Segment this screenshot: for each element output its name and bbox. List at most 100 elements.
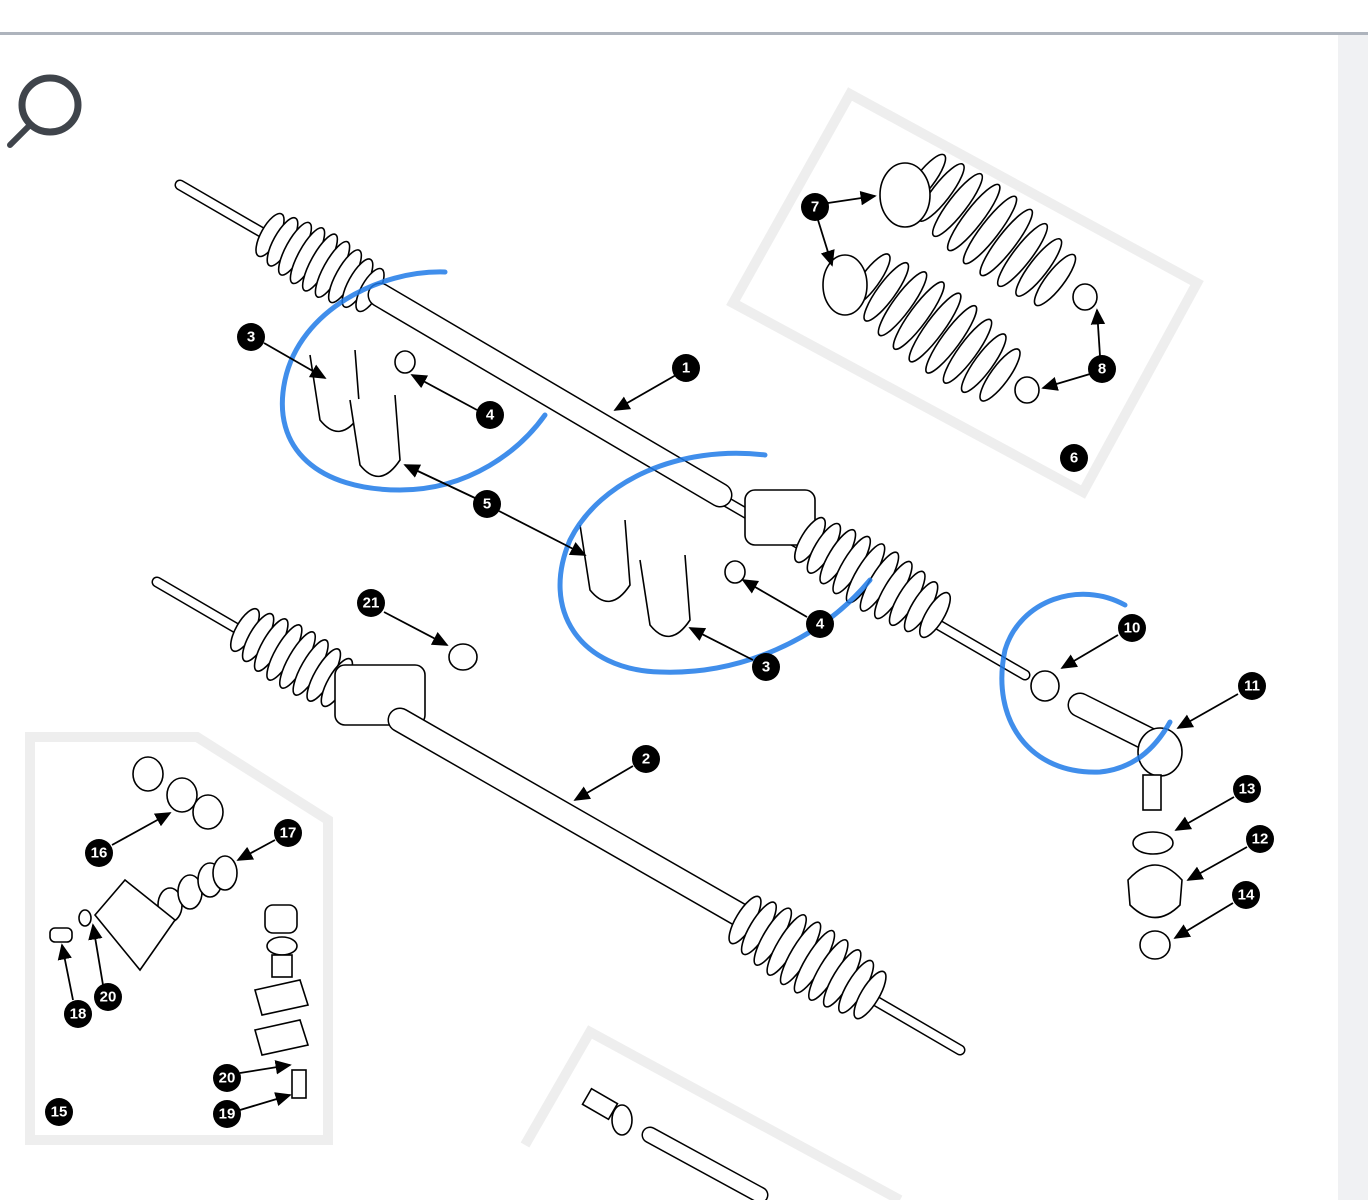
inset-box-bottom (520, 1025, 903, 1200)
svg-text:21: 21 (363, 595, 380, 612)
spare-boot (962, 195, 1018, 265)
rack-1-pinion-housing (744, 489, 816, 546)
callout-3: 3 (237, 323, 265, 351)
u-bolt (349, 394, 401, 478)
annotation-scribble (557, 450, 873, 675)
callout-10: 10 (1118, 614, 1146, 642)
svg-text:19: 19 (219, 1106, 236, 1123)
plug (264, 904, 298, 934)
callout-3: 3 (752, 653, 780, 681)
callout-4: 4 (476, 401, 504, 429)
svg-text:16: 16 (91, 845, 108, 862)
bush (166, 777, 198, 813)
rack-1-tube (369, 284, 731, 506)
svg-text:3: 3 (247, 329, 255, 346)
boot-clamp (879, 162, 931, 228)
callout-14: 14 (1232, 881, 1260, 909)
spare-boot (996, 222, 1049, 288)
callout-12: 12 (1246, 825, 1274, 853)
callout-19: 19 (213, 1100, 241, 1128)
inset-box-boots-kit (726, 87, 1204, 499)
svg-text:13: 13 (1239, 781, 1256, 798)
spare-boot (960, 333, 1007, 394)
scrollbar-track[interactable] (1338, 35, 1368, 1200)
o-ring (266, 936, 298, 956)
callout-21: 21 (357, 589, 385, 617)
spare-boot (877, 271, 928, 337)
callout-8: 8 (1088, 355, 1116, 383)
rack-2-boot (853, 970, 887, 1020)
svg-text:7: 7 (811, 199, 819, 216)
shim (254, 1019, 310, 1056)
bolt (49, 927, 73, 943)
callout-6: 6 (1060, 444, 1088, 472)
spare-boot (931, 172, 984, 238)
tie-rod-end (1069, 694, 1161, 751)
spare-boot (1033, 253, 1077, 307)
callout-18: 18 (64, 1000, 92, 1028)
svg-text:4: 4 (816, 616, 825, 633)
callout-7: 7 (801, 193, 829, 221)
top-bar (0, 0, 1368, 35)
parts-drawing (49, 153, 1183, 1200)
svg-text:8: 8 (1098, 361, 1106, 378)
spring (271, 954, 293, 978)
callout-15: 15 (45, 1098, 73, 1126)
spare-boot (946, 183, 1001, 252)
dust-cover (1127, 864, 1183, 919)
u-bolt (579, 519, 631, 603)
spare-boot (979, 348, 1021, 402)
callout-5: 5 (473, 490, 501, 518)
spare-boot (979, 208, 1034, 277)
washer (78, 909, 92, 927)
callout-11: 11 (1238, 672, 1266, 700)
callout-16: 16 (85, 839, 113, 867)
zoom-button[interactable] (4, 70, 84, 150)
boot-clip (1014, 376, 1040, 404)
gasket (93, 878, 177, 972)
spare-boot (863, 261, 910, 322)
callout-20: 20 (94, 983, 122, 1011)
svg-text:10: 10 (1124, 620, 1141, 637)
pinion-shaft (643, 1128, 767, 1200)
callout-1: 1 (672, 354, 700, 382)
svg-text:4: 4 (486, 407, 495, 424)
bush (132, 756, 164, 792)
seal-ring (212, 855, 238, 891)
spare-boot (892, 281, 945, 351)
nut (724, 560, 746, 584)
annotation-scribble (999, 591, 1173, 775)
svg-text:15: 15 (51, 1104, 68, 1121)
callout-arrows (57, 190, 1248, 1111)
spare-boot (1015, 238, 1063, 297)
svg-text:5: 5 (483, 496, 491, 513)
boot-clip (1072, 283, 1098, 311)
seal (1132, 831, 1174, 855)
svg-text:14: 14 (1238, 887, 1255, 904)
callout-2: 2 (632, 745, 660, 773)
locknut (1030, 670, 1060, 702)
spare-boot (925, 304, 978, 374)
magnifier-icon (7, 74, 82, 148)
callout-13: 13 (1233, 775, 1261, 803)
svg-text:2: 2 (642, 751, 650, 768)
callout-17: 17 (274, 819, 302, 847)
nut (1139, 930, 1171, 960)
nut (394, 350, 416, 374)
spare-boot (908, 292, 962, 363)
callout-20: 20 (213, 1064, 241, 1092)
boot-clamp (822, 254, 868, 316)
inset-box-pinion-kit (25, 732, 333, 1145)
svg-text:17: 17 (280, 825, 297, 842)
svg-text:1: 1 (682, 360, 690, 377)
rack-1-boot (918, 591, 952, 639)
svg-text:18: 18 (70, 1006, 87, 1023)
tie-rod-end-stud (1142, 774, 1162, 811)
callout-4: 4 (806, 610, 834, 638)
cover-plate (254, 979, 310, 1016)
svg-text:3: 3 (762, 659, 770, 676)
washer (611, 1104, 633, 1136)
svg-text:20: 20 (219, 1070, 236, 1087)
svg-text:12: 12 (1252, 831, 1269, 848)
bush (192, 794, 224, 830)
